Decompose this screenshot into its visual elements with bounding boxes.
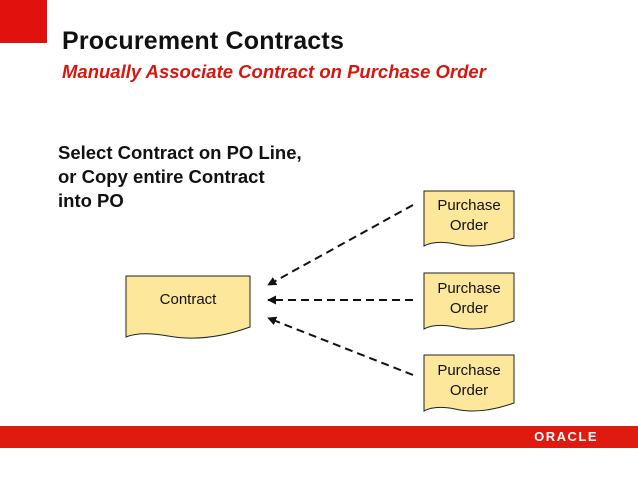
contract-document	[125, 275, 251, 339]
instruction-line: or Copy entire Contract	[58, 166, 265, 187]
corner-accent	[0, 0, 47, 43]
purchase-order-document-3	[423, 354, 515, 412]
purchase-order-label-3: Purchase Order	[424, 361, 514, 401]
page-subtitle: Manually Associate Contract on Purchase …	[62, 61, 486, 82]
page-title: Procurement Contracts	[62, 27, 345, 55]
instruction-line: Select Contract on PO Line,	[58, 142, 302, 163]
instruction-line: into PO	[58, 190, 124, 211]
purchase-order-label-line: Order	[449, 382, 489, 399]
oracle-logo: ORACLE	[534, 429, 598, 444]
contract-label: Contract	[159, 291, 217, 308]
arrow-po1-to-contract	[267, 204, 414, 286]
purchase-order-label-1: Purchase Order	[424, 196, 514, 236]
footer-bar	[0, 426, 638, 448]
purchase-order-label-line: Order	[449, 300, 489, 317]
instruction-text: Select Contract on PO Line, or Copy enti…	[58, 141, 358, 213]
purchase-order-label-line: Purchase	[437, 197, 501, 214]
purchase-order-document-1	[423, 190, 515, 247]
purchase-order-document-2	[423, 272, 515, 330]
purchase-order-label-line: Order	[449, 217, 489, 234]
purchase-order-label-2: Purchase Order	[424, 279, 514, 319]
arrow-po3-to-contract	[267, 316, 414, 376]
purchase-order-label-line: Purchase	[437, 280, 501, 297]
purchase-order-label-line: Purchase	[437, 362, 501, 379]
